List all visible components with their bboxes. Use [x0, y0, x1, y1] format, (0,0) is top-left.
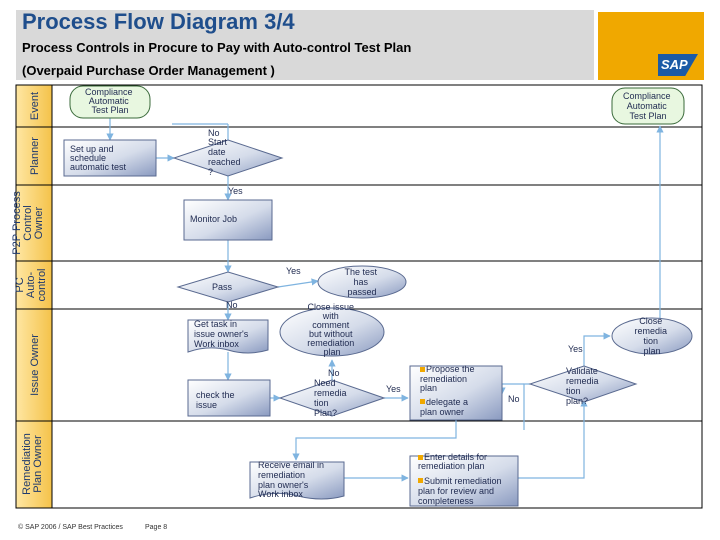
bullet-icon: [420, 367, 425, 372]
receive-email-step: Receive email in remediation plan owner'…: [249, 460, 345, 500]
close-issue-event: Close issue with comment but without rem…: [279, 302, 385, 357]
edge-label-no-validate: No: [508, 394, 520, 404]
lane-label-event: Event: [29, 92, 41, 120]
validate-remediation-decision: Validate remedia tion plan? Yes No: [508, 344, 638, 406]
end-event: Compliance Automatic Test Plan: [611, 87, 685, 125]
lane-header-event: [15, 84, 53, 128]
edge-label-yes-pass: Yes: [286, 266, 301, 276]
pass-decision: Pass Yes No: [176, 266, 301, 310]
page-title: Process Flow Diagram 3/4: [22, 9, 295, 34]
bullet-icon: [418, 455, 423, 460]
end-event-text: Compliance Automatic Test Plan: [623, 91, 673, 121]
sap-logo: SAP: [658, 54, 698, 76]
get-task-text: Get task in issue owner's Work inbox: [194, 319, 251, 349]
validate-remediation-text: Validate remedia tion plan?: [566, 366, 601, 406]
start-date-decision-text: Start date reached ?: [208, 137, 243, 177]
swimlane-issue-owner: Issue Owner: [15, 308, 702, 422]
edge-label-yes-start: Yes: [228, 186, 243, 196]
lane-header-p2p-owner: [15, 184, 53, 262]
check-issue-step: check the issue: [187, 379, 271, 417]
enter-details-step: Enter details for remediation plan Submi…: [409, 452, 519, 507]
edge-label-no-pass: No: [226, 300, 238, 310]
bullet-icon: [418, 478, 423, 483]
close-remediation-event: Close remedia tion plan: [611, 316, 693, 356]
lane-label-issue-owner: Issue Owner: [29, 334, 41, 396]
monitor-job-text: Monitor Job: [190, 214, 237, 224]
edge-pass-yes: [277, 278, 319, 288]
need-remediation-decision: Need remedia tion Plan? No Yes: [278, 368, 401, 418]
lane-label-remediation-owner: RemediationPlan Owner: [21, 433, 44, 495]
swimlane-planner: Planner: [15, 126, 702, 186]
page-subtitle: Process Controls in Procure to Pay with …: [22, 40, 412, 55]
close-remediation-text: Close remedia tion plan: [634, 316, 669, 356]
start-event-text: Compliance Automatic Test Plan: [85, 87, 135, 115]
receive-email-text: Receive email in remediation plan owner'…: [258, 460, 327, 499]
get-task-step: Get task in issue owner's Work inbox: [187, 319, 269, 354]
bullet-icon: [420, 399, 425, 404]
footer-page-number: Page 8: [145, 524, 168, 531]
swimlane-remediation-owner: RemediationPlan Owner: [15, 420, 53, 509]
setup-schedule-text: Set up and schedule automatic test: [70, 144, 127, 172]
lane-header-issue-owner: [15, 308, 53, 422]
swimlane-p2p-owner: P2P ProcessControlOwner: [11, 184, 702, 262]
swimlane-pc-autocontrol: PCAuto-control: [14, 260, 702, 310]
enter-details-text: Enter details for remediation plan Submi…: [418, 452, 504, 506]
connectors: [106, 114, 664, 482]
start-event: Compliance Automatic Test Plan: [69, 85, 151, 119]
lane-label-p2p-owner: P2P ProcessControlOwner: [11, 191, 45, 255]
sap-brand-box: SAP: [598, 12, 704, 80]
propose-remediation-text: Propose the remediation plan delegate a …: [420, 364, 477, 417]
edge-label-yes-need: Yes: [386, 384, 401, 394]
check-issue-text: check the issue: [196, 390, 237, 410]
close-issue-text: Close issue with comment but without rem…: [307, 302, 357, 357]
setup-schedule-step: Set up and schedule automatic test: [63, 139, 157, 177]
edge-enter-to-validate: [518, 399, 588, 479]
edge-validate-yes: [583, 332, 611, 366]
test-passed-event: The test has passed: [317, 265, 407, 299]
lane-label-pc-autocontrol: PCAuto-control: [14, 268, 48, 301]
swimlane-event: Event: [15, 84, 702, 128]
pass-decision-text: Pass: [212, 282, 233, 292]
need-remediation-text: Need remedia tion Plan?: [314, 378, 349, 418]
lane-header-pc-autocontrol: [15, 260, 53, 310]
propose-remediation-step: Propose the remediation plan delegate a …: [409, 364, 503, 421]
edge-propose-to-receive: [292, 420, 457, 461]
edge-label-no-need: No: [328, 368, 340, 378]
monitor-job-step: Monitor Job: [183, 199, 273, 241]
lane-header-remediation-owner: [15, 420, 53, 509]
footer-copyright: © SAP 2006 / SAP Best Practices: [18, 524, 123, 531]
lane-header-planner: [15, 126, 53, 186]
edge-label-yes-validate: Yes: [568, 344, 583, 354]
lane-label-planner: Planner: [29, 137, 41, 175]
start-date-decision: Start date reached ? No Yes: [172, 128, 284, 196]
page-subtitle-secondary: (Overpaid Purchase Order Management ): [22, 63, 275, 78]
header: Process Flow Diagram 3/4 Process Control…: [0, 0, 720, 83]
header-bar: [16, 10, 594, 80]
edge-label-no-start: No: [208, 128, 220, 138]
test-passed-text: The test has passed: [344, 267, 379, 297]
